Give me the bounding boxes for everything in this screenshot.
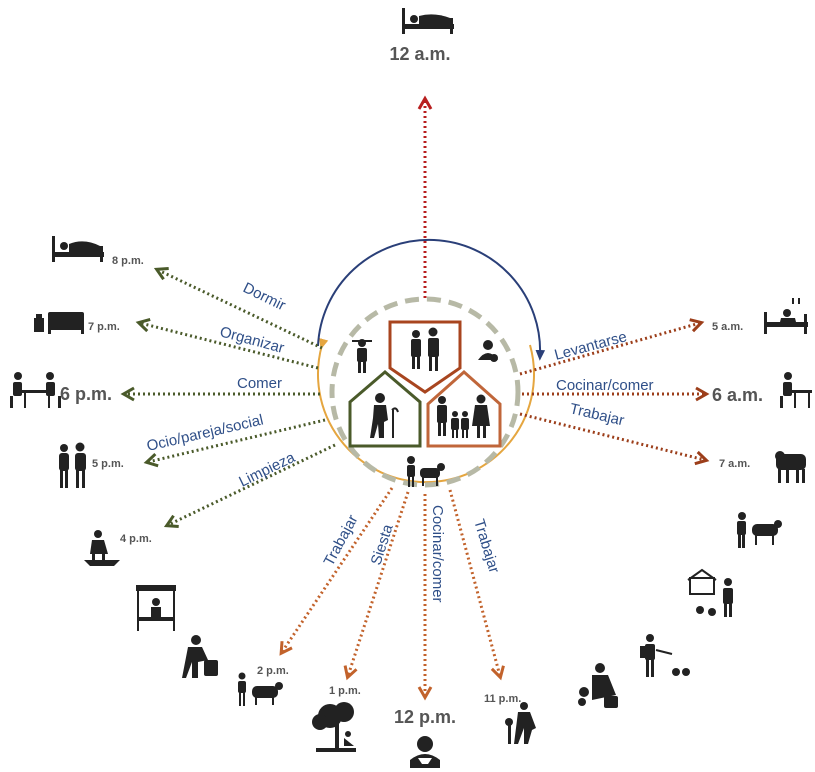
gardening-icon [505,702,536,744]
activity-label: Trabajar [568,400,626,429]
time-label: 8 p.m. [112,255,144,267]
bedroom-icon [34,312,84,334]
cattle-icon [775,451,806,483]
arrow-7pm [135,317,319,370]
activity-label: Cocinar/comer [556,377,654,394]
sleep-arc [317,238,546,361]
activity-label: Levantarse [553,328,629,364]
time-label: 6 p.m. [60,384,112,404]
couple-house-icon [411,327,439,371]
arrow-11pm [448,489,505,681]
time-label: 7 a.m. [719,458,750,470]
time-label: 1 p.m. [329,685,361,697]
activity-label: Trabajar [470,517,502,575]
time-label: 5 a.m. [712,321,743,333]
arrow-5pm [143,418,326,468]
harvest-icon [478,340,498,362]
house-elder [348,370,422,448]
time-label: 5 p.m. [92,458,124,470]
activity-label: Organizar [218,323,286,356]
bed-icon [402,8,454,34]
dashed-ring [329,296,521,488]
time-label: 11 p.m. [484,693,521,705]
time-label: 12 a.m. [389,44,450,64]
activity-label: Siesta [368,522,397,568]
time-label: 7 p.m. [88,321,120,333]
activity-label: Trabajar [321,512,362,569]
activity-label: Limpieza [236,449,298,491]
herding-icon [238,672,283,706]
cleaning-icon [84,530,120,566]
herding-icon [407,456,445,487]
activity-label: Cocinar/comer [429,505,446,603]
arrow-8pm [153,266,323,350]
couple-icon [59,442,86,488]
poultry-icon [687,568,733,617]
market-stall-icon [136,585,176,631]
activity-label: Ocio/pareja/social [145,412,265,455]
arrow-1pm [343,491,410,681]
arrow-5am [519,318,705,376]
time-label: 2 p.m. [257,665,289,677]
activity-label: Dormir [240,279,288,314]
dining-icon [10,372,61,408]
farmer-animals-icon [737,512,782,548]
eating-bowl-icon [410,736,440,768]
arrow-2pm [279,487,394,656]
arrow-7am [519,412,710,466]
wake-up-icon [764,298,808,334]
rest-tree-icon [312,702,356,752]
house-family [426,369,502,448]
breakfast-icon [780,372,812,408]
time-label: 4 p.m. [120,533,152,545]
elder-icon [370,393,399,438]
time-label: 12 p.m. [394,707,456,727]
day-arc [317,337,535,484]
spraying-icon [640,634,690,677]
harvest-icon [578,663,618,708]
house-couple [388,320,462,394]
farmer-animals-icon [352,339,372,373]
time-label: 6 a.m. [712,385,763,405]
arrow-4pm [163,443,336,529]
feeding-icon [182,635,218,678]
activity-label: Comer [237,375,282,392]
bed-icon [52,236,104,262]
family-icon [437,394,490,438]
